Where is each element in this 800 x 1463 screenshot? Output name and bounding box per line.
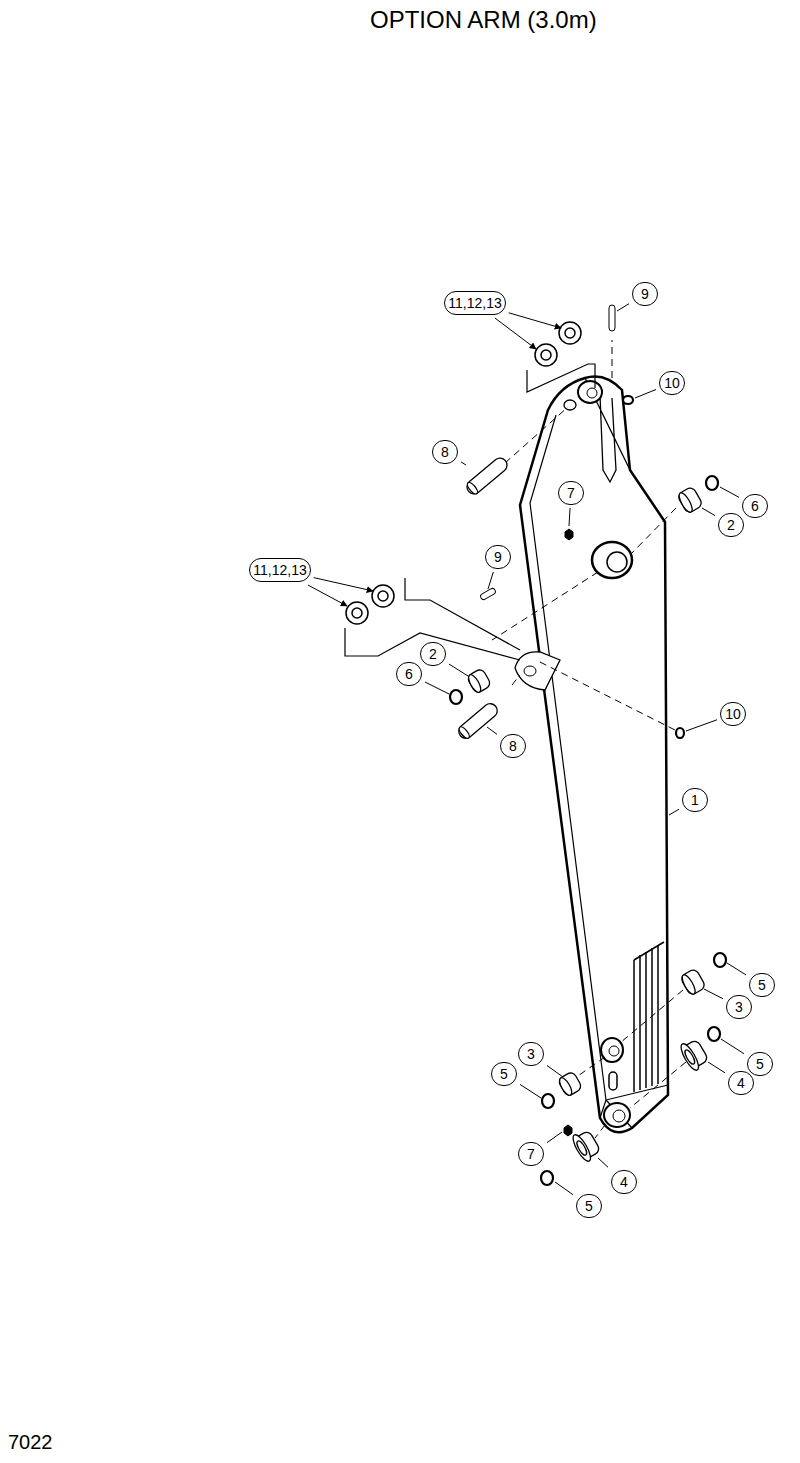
callout-number: 11,12,13	[249, 558, 310, 582]
leader-line	[702, 508, 715, 516]
callout-number: 5	[747, 1052, 773, 1076]
arm-boss	[592, 542, 632, 578]
page-title: OPTION ARM (3.0m)	[370, 6, 597, 34]
leader-line	[635, 389, 656, 398]
assembly-lines	[492, 340, 686, 1138]
callout-number: 11,12,13	[444, 291, 505, 315]
callout-number: 7	[518, 1142, 544, 1166]
callout-number: 9	[632, 282, 658, 306]
leader-line	[669, 809, 679, 815]
leader-line	[547, 1066, 563, 1078]
leader-line	[449, 664, 468, 676]
callout-number: 8	[432, 440, 458, 464]
arm-boss-hole	[607, 552, 627, 572]
leader-line	[569, 508, 570, 526]
callout-number: 7	[558, 481, 584, 505]
leader-line	[598, 1158, 608, 1167]
arm-top-hole	[564, 400, 576, 410]
arm-top-boss	[578, 381, 602, 403]
callout-number: 2	[718, 513, 744, 537]
arm-bottom-boss-hole	[609, 1046, 619, 1056]
arm-lug	[515, 652, 560, 690]
bushing	[466, 486, 706, 1097]
leader-line	[547, 1132, 562, 1143]
arm-bottom-boss	[601, 1038, 623, 1062]
callout-number: 2	[420, 642, 446, 666]
pin	[456, 701, 500, 741]
arm-end-boss	[604, 1103, 630, 1127]
callout-number: 6	[396, 662, 422, 686]
leader-line	[704, 989, 723, 999]
leader-line	[308, 585, 347, 606]
bolt	[564, 529, 573, 1136]
callout-number: 4	[611, 1170, 637, 1194]
pin	[609, 305, 615, 331]
leader-line	[461, 462, 466, 465]
callout-number: 8	[500, 734, 526, 758]
arm-end-boss-hole	[613, 1110, 625, 1122]
leader-line	[727, 963, 746, 975]
callout-number: 5	[491, 1062, 517, 1086]
leader-line	[495, 318, 536, 349]
leader-line	[488, 572, 493, 589]
leader-line	[509, 313, 561, 328]
leader-line	[686, 720, 717, 731]
arm-top-boss-hole	[587, 388, 597, 398]
leader-line	[721, 1039, 744, 1054]
callout-number: 3	[726, 995, 752, 1019]
leader-line	[487, 727, 497, 734]
callout-number: 10	[659, 371, 685, 395]
leader-line	[425, 682, 449, 694]
arm-body	[520, 377, 668, 1133]
callout-number: 3	[518, 1042, 544, 1066]
drawing-number: 7022	[8, 1431, 53, 1454]
flanged-bushing	[570, 1037, 710, 1164]
leader-line	[520, 1084, 541, 1098]
arm-plate-edge	[530, 415, 606, 1100]
shim-bracket	[527, 364, 595, 392]
arm-lug-hole	[524, 666, 536, 676]
callout-number: 9	[485, 545, 511, 569]
leader-line	[314, 578, 373, 591]
callout-number: 1	[682, 788, 708, 812]
pin	[464, 455, 510, 497]
callout-number: 5	[576, 1194, 602, 1218]
pin	[480, 587, 497, 600]
shim	[346, 322, 581, 624]
callout-number: 10	[720, 702, 746, 726]
leader-line	[720, 487, 739, 497]
callout-number: 6	[742, 494, 768, 518]
callout-number: 4	[728, 1071, 754, 1095]
arm-slot	[609, 1072, 617, 1090]
leader-line	[555, 1182, 573, 1195]
arm-ribs	[634, 942, 664, 1092]
leader-line	[708, 1062, 725, 1073]
ring	[450, 396, 726, 1185]
leader-line	[617, 304, 629, 311]
callout-number: 5	[749, 973, 775, 997]
